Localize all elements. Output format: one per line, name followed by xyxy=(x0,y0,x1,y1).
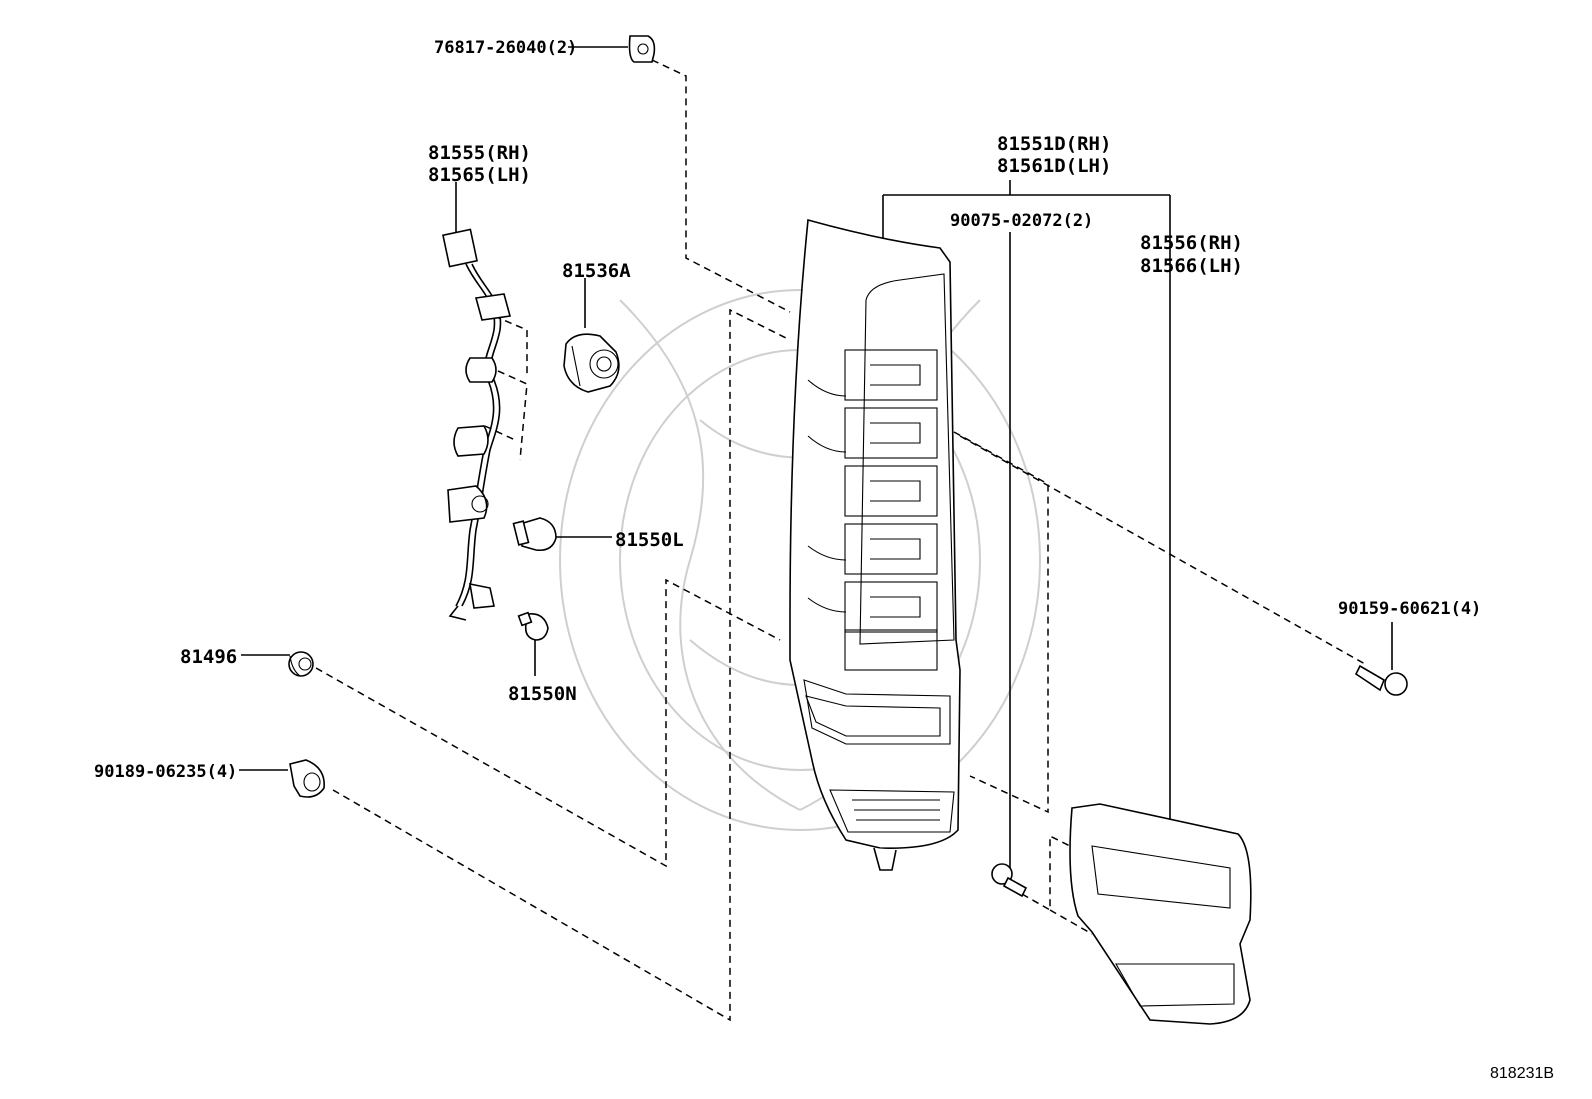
label-81496[interactable]: 81496 xyxy=(180,646,237,668)
screw-90159-icon xyxy=(1354,664,1408,696)
labels: 76817-26040(2) 81555(RH) 81565(LH) 81536… xyxy=(94,38,1554,1082)
leader-lines xyxy=(239,46,1393,1022)
label-90189[interactable]: 90189-06235(4) xyxy=(94,762,237,782)
label-90075[interactable]: 90075-02072(2) xyxy=(950,211,1093,231)
bulb-81550l-icon xyxy=(512,517,557,552)
label-81551d[interactable]: 81551D(RH) xyxy=(997,133,1111,155)
label-81556[interactable]: 81556(RH) xyxy=(1140,232,1243,254)
clip-76817-icon xyxy=(628,35,656,63)
label-90159[interactable]: 90159-60621(4) xyxy=(1338,599,1481,619)
grommet-81496-icon xyxy=(288,651,314,677)
label-81561d[interactable]: 81561D(LH) xyxy=(997,155,1111,177)
tail-lamp-housing-icon xyxy=(789,218,961,871)
bulb-81550n-icon xyxy=(517,611,549,641)
wire-harness-icon xyxy=(442,228,512,621)
socket-81536a-icon xyxy=(563,333,620,393)
clip-90189-icon xyxy=(289,759,325,798)
diagram-code: 818231B xyxy=(1490,1065,1554,1082)
label-81566[interactable]: 81566(LH) xyxy=(1140,255,1243,277)
label-76817[interactable]: 76817-26040(2) xyxy=(434,38,577,58)
label-81536a[interactable]: 81536A xyxy=(562,260,631,282)
label-81565[interactable]: 81565(LH) xyxy=(428,164,531,186)
label-81550n[interactable]: 81550N xyxy=(508,683,577,705)
lens-cover-81556-icon xyxy=(1069,803,1252,1025)
label-81550l[interactable]: 81550L xyxy=(615,529,684,551)
screw-90075-icon xyxy=(991,863,1028,898)
label-81555[interactable]: 81555(RH) xyxy=(428,142,531,164)
